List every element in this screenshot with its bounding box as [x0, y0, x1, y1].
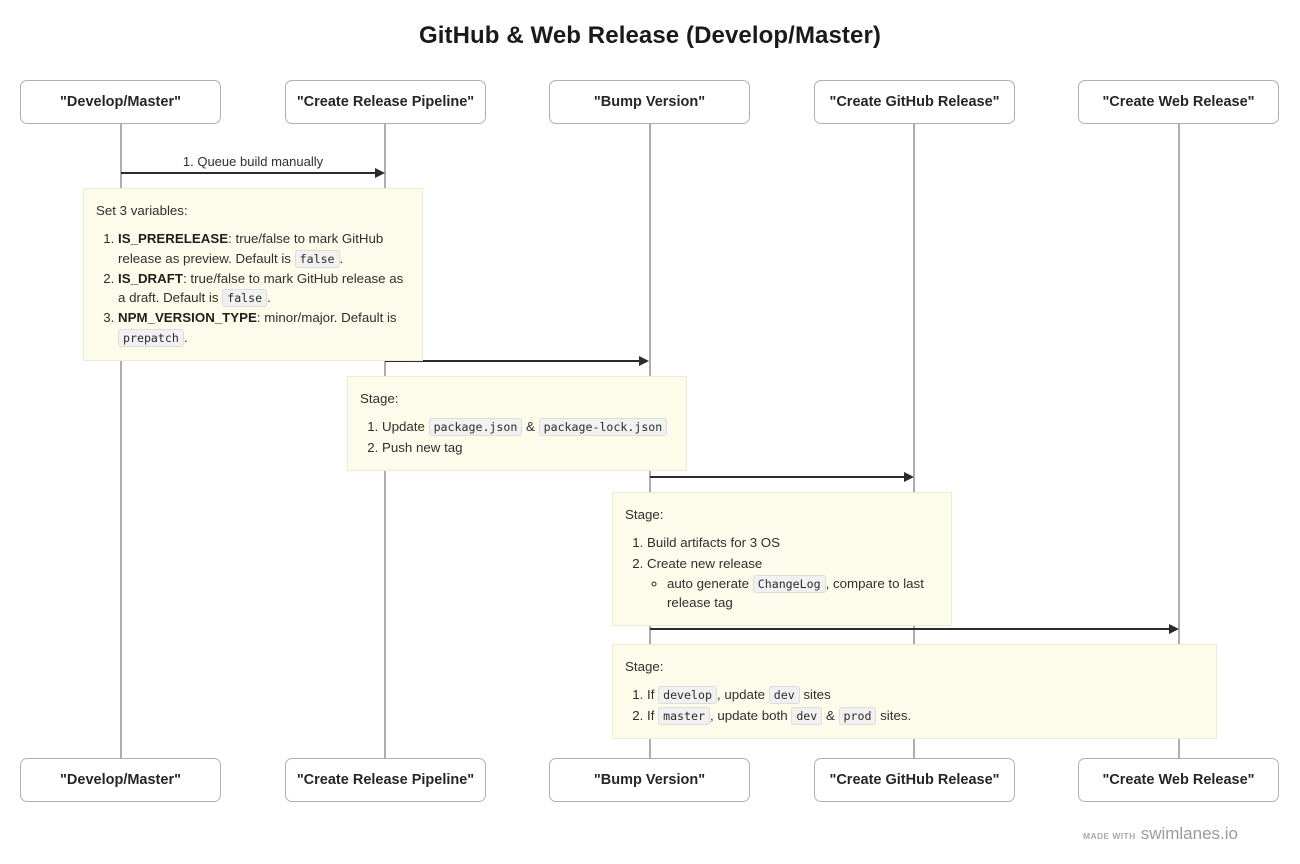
note-heading: Stage: — [625, 507, 664, 522]
participant-label: "Bump Version" — [593, 94, 706, 110]
variable-suffix: . — [267, 290, 271, 306]
participant-top-develop-master[interactable]: "Develop/Master" — [20, 80, 221, 124]
message-line — [650, 628, 1170, 630]
note-set-variables: Set 3 variables: IS_PRERELEASE: true/fal… — [83, 188, 423, 361]
watermark-made-with: Made with — [1082, 831, 1136, 841]
step-text: If — [647, 707, 659, 723]
message-bump-to-github[interactable] — [650, 456, 914, 482]
list-item: Push new tag — [382, 438, 672, 457]
note-list: Build artifacts for 3 OS Create new rele… — [625, 533, 937, 612]
code-chip: package-lock.json — [538, 418, 668, 437]
arrowhead-icon — [1169, 624, 1179, 634]
substep-suffix: , compare to last release tag — [667, 575, 924, 611]
diagram-title: GitHub & Web Release (Develop/Master) — [418, 22, 882, 49]
participant-bottom-create-github-release[interactable]: "Create GitHub Release" — [814, 758, 1015, 802]
arrowhead-icon — [375, 168, 385, 178]
list-item: Create new release auto generate ChangeL… — [647, 554, 937, 613]
step-text: Create new release — [647, 555, 763, 571]
step-sep: , update both — [709, 707, 792, 723]
participant-label: "Create Release Pipeline" — [296, 94, 475, 110]
message-bump-to-web[interactable] — [650, 608, 1179, 634]
code-chip: false — [294, 249, 340, 268]
participant-bottom-create-web-release[interactable]: "Create Web Release" — [1078, 758, 1279, 802]
message-label: 1. Queue build manually — [182, 154, 324, 169]
code-chip: develop — [658, 686, 717, 705]
participant-top-create-github-release[interactable]: "Create GitHub Release" — [814, 80, 1015, 124]
code-chip: prod — [838, 706, 877, 725]
arrowhead-icon — [639, 356, 649, 366]
variable-desc: : true/false to mark GitHub release as a… — [118, 270, 404, 306]
participant-label: "Create Web Release" — [1102, 94, 1255, 110]
code-chip: prepatch — [118, 328, 184, 347]
list-item: Build artifacts for 3 OS — [647, 533, 937, 552]
note-web-release-stage: Stage: If develop, update dev sites If m… — [612, 644, 1217, 739]
participant-bottom-bump-version[interactable]: "Bump Version" — [549, 758, 750, 802]
note-heading: Stage: — [625, 659, 664, 674]
variable-name: NPM_VERSION_TYPE — [118, 310, 257, 326]
participant-top-bump-version[interactable]: "Bump Version" — [549, 80, 750, 124]
note-list: If develop, update dev sites If master, … — [625, 685, 1202, 725]
list-item: IS_DRAFT: true/false to mark GitHub rele… — [118, 269, 408, 308]
code-chip: ChangeLog — [752, 574, 826, 593]
variable-suffix: . — [339, 250, 344, 266]
variable-name: IS_PRERELEASE — [118, 231, 229, 247]
list-item: IS_PRERELEASE: true/false to mark GitHub… — [118, 229, 408, 268]
participant-label: "Bump Version" — [593, 772, 706, 788]
participant-top-create-web-release[interactable]: "Create Web Release" — [1078, 80, 1279, 124]
participant-label: "Create GitHub Release" — [829, 772, 1000, 788]
code-chip: dev — [791, 706, 823, 725]
list-item: NPM_VERSION_TYPE: minor/major. Default i… — [118, 308, 408, 347]
step-sep: & — [522, 419, 539, 435]
lifeline-develop-master — [120, 124, 122, 758]
message-line — [121, 172, 376, 174]
participant-top-create-release-pipeline[interactable]: "Create Release Pipeline" — [285, 80, 486, 124]
step-suffix: sites. — [876, 707, 912, 723]
note-heading: Stage: — [360, 391, 399, 406]
variable-desc: : true/false to mark GitHub release as p… — [118, 231, 384, 266]
participant-label: "Create GitHub Release" — [829, 94, 1000, 110]
sub-list-item: auto generate ChangeLog, compare to last… — [667, 574, 937, 613]
note-list: IS_PRERELEASE: true/false to mark GitHub… — [96, 229, 408, 347]
note-github-release-stage: Stage: Build artifacts for 3 OS Create n… — [612, 492, 952, 627]
message-line — [385, 360, 640, 362]
code-chip: master — [658, 706, 710, 725]
variable-desc: : minor/major. Default is — [256, 310, 397, 326]
lifeline-create-web-release — [1178, 124, 1180, 758]
step-sep: , update — [716, 687, 769, 703]
note-sublist: auto generate ChangeLog, compare to last… — [647, 574, 937, 613]
substep-prefix: auto generate — [667, 575, 753, 591]
list-item: If master, update both dev & prod sites. — [647, 706, 1202, 725]
note-list: Update package.json & package-lock.json … — [360, 417, 672, 457]
message-pipeline-to-bump[interactable] — [385, 340, 649, 366]
code-chip: package.json — [428, 418, 523, 437]
participant-bottom-develop-master[interactable]: "Develop/Master" — [20, 758, 221, 802]
participant-label: "Create Web Release" — [1102, 772, 1255, 788]
participant-label: "Develop/Master" — [60, 94, 181, 110]
message-queue-build-manually[interactable]: 1. Queue build manually — [121, 148, 385, 178]
step-amp: & — [822, 707, 839, 723]
note-heading: Set 3 variables: — [96, 203, 188, 218]
participant-label: "Develop/Master" — [60, 772, 181, 788]
list-item: Update package.json & package-lock.json — [382, 417, 672, 437]
participant-bottom-create-release-pipeline[interactable]: "Create Release Pipeline" — [285, 758, 486, 802]
note-bump-version-stage: Stage: Update package.json & package-loc… — [347, 376, 687, 471]
participant-label: "Create Release Pipeline" — [296, 772, 475, 788]
step-suffix: sites — [799, 687, 831, 703]
step-text: If — [647, 687, 659, 703]
watermark[interactable]: Made with swimlanes.io — [1083, 824, 1238, 844]
arrowhead-icon — [904, 472, 914, 482]
watermark-brand: swimlanes.io — [1140, 824, 1238, 843]
code-chip: dev — [768, 686, 800, 705]
list-item: If develop, update dev sites — [647, 685, 1202, 705]
variable-suffix: . — [183, 329, 188, 345]
step-text: Update — [382, 419, 429, 435]
lifeline-create-github-release — [913, 124, 915, 758]
variable-name: IS_DRAFT — [118, 270, 184, 286]
message-line — [650, 476, 905, 478]
code-chip: false — [222, 289, 268, 308]
